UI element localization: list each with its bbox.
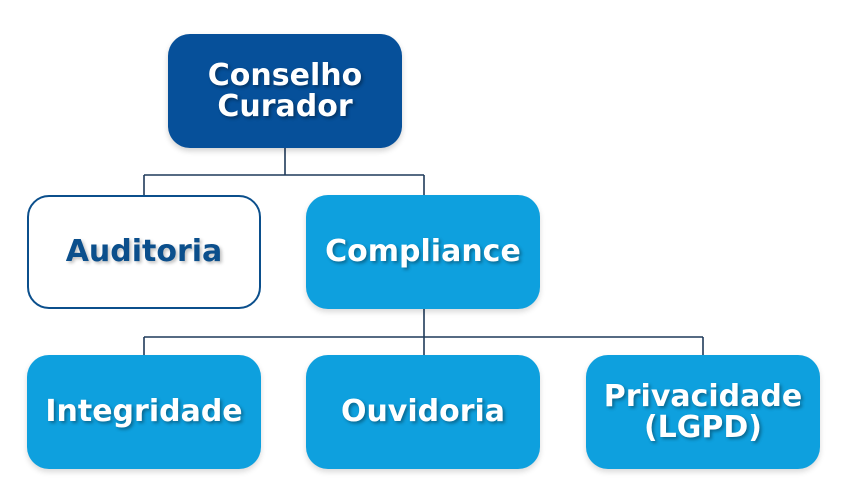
- node-privacidade-line2: (LGPD): [643, 410, 763, 445]
- node-conselho-curador-line2: Curador: [217, 89, 353, 124]
- node-ouvidoria-label: Ouvidoria: [340, 394, 506, 430]
- node-conselho-curador: Conselho Curador: [168, 34, 402, 148]
- node-ouvidoria: Ouvidoria: [306, 355, 540, 469]
- node-integridade-label: Integridade: [45, 394, 243, 430]
- node-auditoria: Auditoria: [27, 195, 261, 309]
- node-privacidade-line1: Privacidade: [603, 378, 803, 414]
- node-privacidade: Privacidade (LGPD): [586, 355, 820, 469]
- node-integridade: Integridade: [27, 355, 261, 469]
- node-compliance: Compliance: [306, 195, 540, 309]
- node-auditoria-label: Auditoria: [65, 234, 223, 270]
- node-conselho-curador-line1: Conselho: [207, 57, 363, 93]
- node-compliance-label: Compliance: [325, 234, 521, 270]
